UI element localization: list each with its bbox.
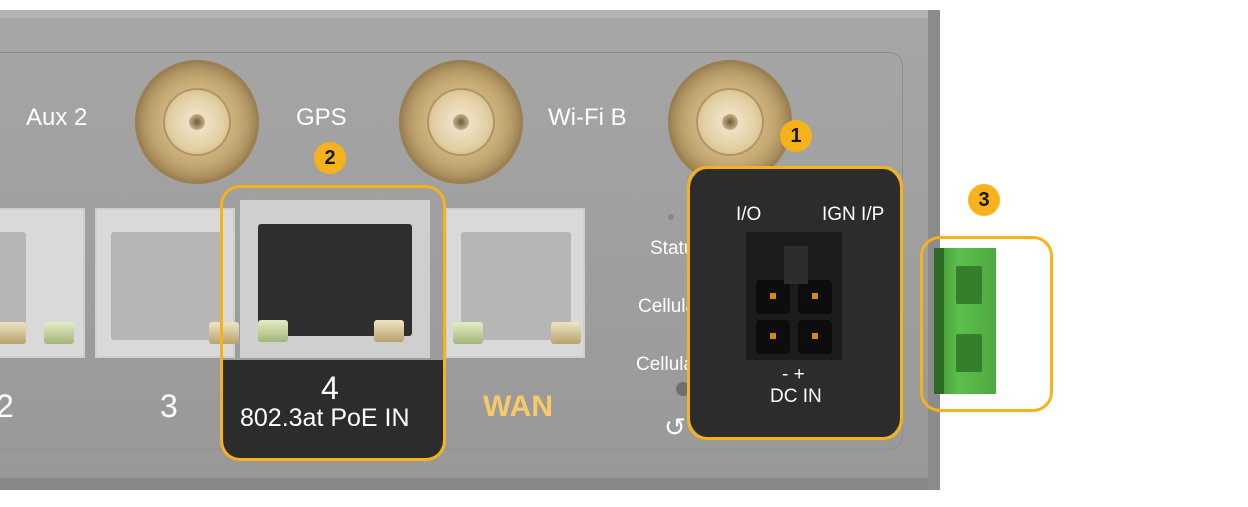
status-led [668,214,674,220]
gps-antenna-connector [399,60,523,184]
connector-latch [784,246,808,284]
dc-power-connector [746,232,842,360]
terminal-slot-lower [956,334,982,372]
panel-top-edge [0,10,940,18]
port4-highlight [220,185,446,461]
terminal-slot-upper [956,266,982,304]
ethernet-port-1 [0,208,85,358]
port4-caption-background [223,360,443,460]
callout-badge-3: 3 [968,184,1000,216]
ethernet-port-wan [445,208,585,358]
aux2-label: Aux 2 [26,104,88,131]
gps-label: GPS [296,104,347,131]
port-3-label: 3 [160,388,178,424]
ethernet-port-3 [95,208,239,358]
wifi-b-antenna-connector [668,60,792,184]
callout-badge-1: 1 [780,120,812,152]
ign-label: IGN I/P [822,204,885,225]
reset-icon: ↺ [664,412,686,442]
polarity-label: - + [782,364,805,385]
power-connector-highlight [687,166,903,440]
port-4-caption: 802.3at PoE IN [240,404,410,432]
aux2-antenna-connector [135,60,259,184]
reset-pinhole[interactable] [676,382,690,396]
dc-in-label: DC IN [770,386,822,407]
terminal-block-highlight [920,236,1053,412]
wifi-b-label: Wi-Fi B [548,104,627,131]
ethernet-port-4 [240,200,430,358]
callout-badge-2: 2 [314,142,346,174]
io-label: I/O [736,204,762,225]
terminal-block-shadow [934,248,944,394]
panel-bottom-edge [0,478,940,490]
wan-label: WAN [483,390,553,423]
port-4-number: 4 [321,370,339,406]
port-2-label: 2 [0,388,14,424]
